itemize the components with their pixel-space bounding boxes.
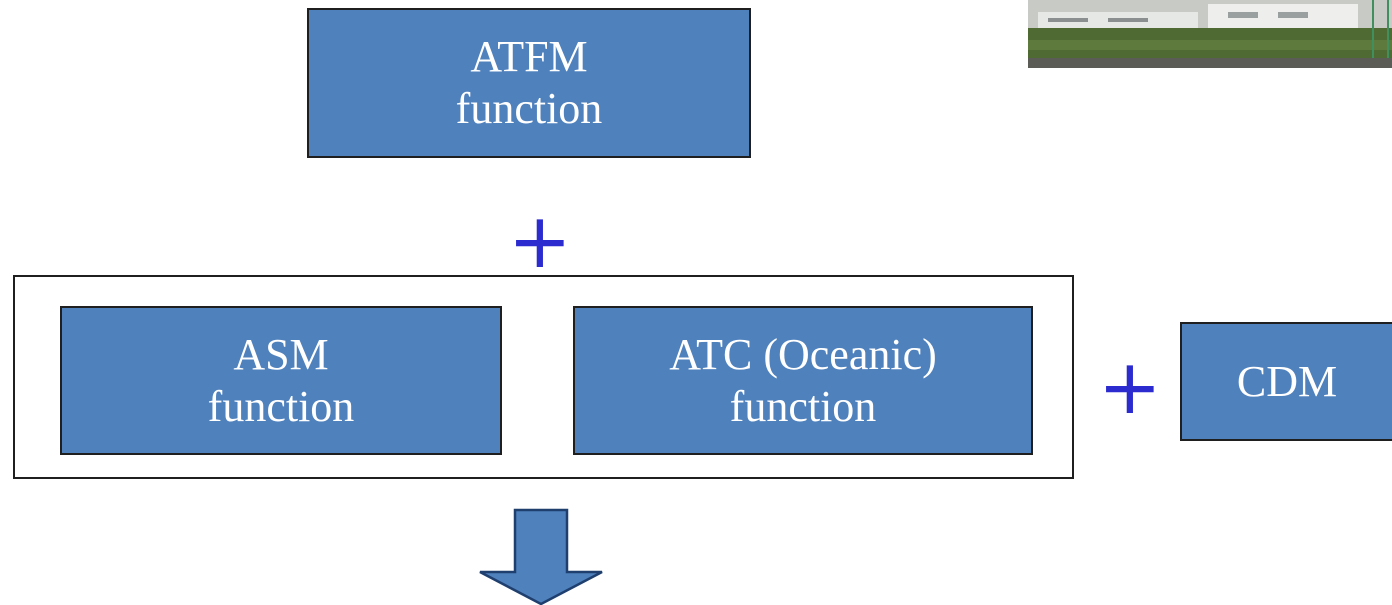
asm-function-box: ASM function bbox=[60, 306, 502, 455]
atfm-label: ATFM bbox=[470, 32, 588, 82]
plus-sign-top: + bbox=[508, 196, 572, 285]
plus-sign-right: + bbox=[1098, 342, 1162, 431]
atc-oceanic-function-box: ATC (Oceanic) function bbox=[573, 306, 1033, 455]
asm-label: ASM bbox=[233, 329, 329, 379]
down-arrow-icon bbox=[479, 508, 603, 605]
building-photo bbox=[1028, 0, 1392, 68]
asm-sublabel: function bbox=[207, 381, 355, 431]
atfm-sublabel: function bbox=[455, 84, 603, 133]
asm-atc-group-frame bbox=[13, 275, 1074, 479]
cdm-box: CDM bbox=[1180, 322, 1392, 441]
atc-label: ATC (Oceanic) bbox=[669, 329, 937, 379]
atfm-function-box: ATFM function bbox=[307, 8, 751, 158]
atc-sublabel: function bbox=[729, 381, 877, 431]
cdm-label: CDM bbox=[1236, 356, 1338, 406]
